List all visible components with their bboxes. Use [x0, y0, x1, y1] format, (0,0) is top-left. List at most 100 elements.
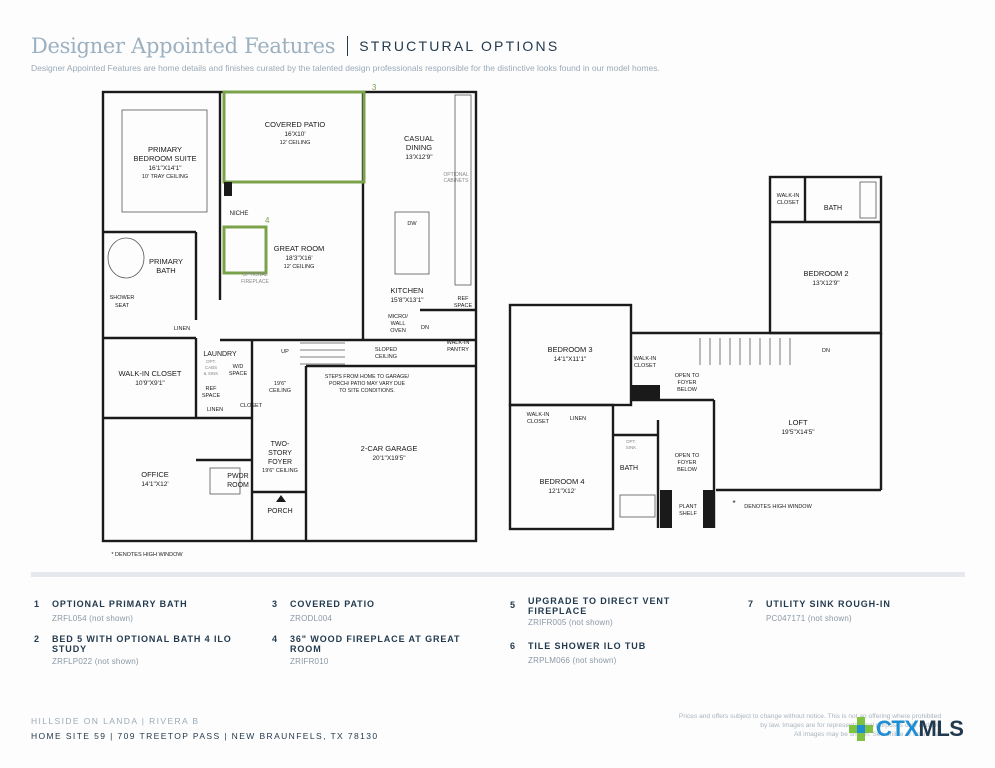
oven-label: OVEN: [390, 328, 406, 334]
marker-3: 3: [372, 83, 377, 92]
fireplace-highlight: [222, 225, 268, 275]
open2-label2: FOYER: [678, 460, 697, 466]
walkin3-label2: CLOSET: [634, 363, 657, 369]
covered-patio-highlight: [222, 90, 366, 184]
page-title: Designer Appointed Features: [31, 34, 336, 58]
wall-label: WALL: [391, 321, 406, 327]
pwdr-label: PWDR: [227, 473, 248, 480]
first-floor-labels: PRIMARY BEDROOM SUITE 16'1"X14'1" 10' TR…: [110, 120, 473, 558]
closet-dim: 10'9"X9'1": [135, 380, 165, 387]
address-line: HOME SITE 59 | 709 TREETOP PASS | NEW BR…: [31, 731, 379, 741]
bed2-name: BEDROOM 2: [803, 269, 848, 278]
option-code: ZRIFR010: [290, 657, 329, 666]
primary-bath-name: PRIMARY: [149, 257, 183, 266]
wd-label2: SPACE: [229, 371, 248, 377]
opt-fireplace: OPTIONAL: [242, 272, 268, 278]
closet2-label: CLOSET: [240, 403, 263, 409]
steps-note1: STEPS FROM HOME TO GARAGE/: [325, 374, 410, 380]
foyer-label3: FOYER: [268, 459, 292, 466]
patio-ceiling: 12' CEILING: [280, 140, 311, 146]
community-line: HILLSIDE ON LANDA | RIVERA B: [31, 716, 200, 726]
loft-dim: 19'5"X14'5": [781, 429, 815, 436]
dn2-label: DN: [822, 348, 830, 354]
option-number: 5: [510, 600, 516, 610]
page-header: Designer Appointed Features STRUCTURAL O…: [31, 34, 559, 58]
page-subtitle: Designer Appointed Features are home det…: [31, 63, 660, 73]
porch-label: PORCH: [267, 508, 292, 515]
linen2-label: LINEN: [207, 407, 223, 413]
primary-suite-name2: BEDROOM SUITE: [134, 154, 197, 163]
open2-label3: BELOW: [677, 467, 698, 473]
opt-fireplace2: FIREPLACE: [241, 279, 269, 285]
foyer-label: TWO-: [271, 441, 290, 448]
second-floor-note: DENOTES HIGH WINDOW: [744, 504, 812, 510]
option-number: 3: [272, 599, 278, 609]
note-star: *: [732, 499, 735, 508]
foyer-ceiling: 19'6" CEILING: [262, 468, 298, 474]
option-code: ZRFL054 (not shown): [52, 614, 134, 623]
ref-label: REF: [206, 386, 218, 392]
ref-space-label2: SPACE: [454, 303, 473, 309]
second-floor-fixtures: [619, 181, 877, 518]
opt-cabs-label3: & SINK: [204, 371, 219, 376]
ceiling-196: 19'6": [274, 381, 286, 387]
bed3-name: BEDROOM 3: [547, 345, 592, 354]
bed4-name: BEDROOM 4: [539, 477, 584, 486]
linen3-label: LINEN: [570, 416, 586, 422]
sloped-label2: CEILING: [375, 354, 397, 360]
dining-name: CASUAL: [404, 134, 434, 143]
first-floor-fixtures: [107, 94, 472, 495]
garage-name: 2-CAR GARAGE: [361, 444, 418, 453]
primary-suite-name: PRIMARY: [148, 145, 182, 154]
option-name: 36" WOOD FIREPLACE AT GREAT ROOM: [290, 634, 461, 654]
ceiling-196b: CEILING: [269, 388, 291, 394]
pwdr-label2: ROOM: [227, 482, 249, 489]
open1-label: OPEN TO: [675, 373, 700, 379]
walkin3-label: WALK-IN: [634, 356, 657, 362]
ctxmls-logo-icon: [849, 717, 873, 741]
title-divider: [347, 36, 349, 56]
open2-label: OPEN TO: [675, 453, 700, 459]
dishwasher-label: DW: [407, 221, 417, 227]
walkin-pantry-label: WALK-IN: [447, 340, 470, 346]
second-floor-walls: [508, 175, 883, 531]
opt-cabs-label2: CABS: [205, 365, 217, 370]
kitchen-name: KITCHEN: [391, 286, 424, 295]
ref-space-label: REF: [458, 296, 470, 302]
option-name: COVERED PATIO: [290, 599, 375, 609]
ref-label2: SPACE: [202, 393, 221, 399]
laundry-label: LAUNDRY: [203, 351, 237, 358]
second-floor-blocks: [632, 385, 715, 528]
option-name: OPTIONAL PRIMARY BATH: [52, 599, 188, 609]
section-title: STRUCTURAL OPTIONS: [359, 38, 560, 54]
opt-cabs-label: OPT.: [206, 359, 216, 364]
walkin4-label: WALK-IN: [527, 412, 550, 418]
pantry-label: PANTRY: [447, 347, 469, 353]
patio-name: COVERED PATIO: [265, 120, 326, 129]
primary-suite-ceiling: 10' TRAY CEILING: [142, 174, 188, 180]
disclaimer-line: Prices and offers subject to change with…: [678, 713, 941, 720]
section-divider: [31, 572, 965, 577]
great-room-dim: 18'3"X16': [285, 255, 312, 262]
open1-label2: FOYER: [678, 380, 697, 386]
option-code: ZRODL004: [290, 614, 333, 623]
ctxmls-watermark: CTXMLS: [848, 716, 964, 742]
option-code: PC047171 (not shown): [766, 614, 852, 623]
niche-block: [224, 182, 232, 196]
first-floor-note: * DENOTES HIGH WINDOW: [111, 552, 183, 558]
bed2-dim: 13'X12'9": [812, 280, 840, 287]
walkin-label: WALK-IN: [777, 193, 800, 199]
opt-cabinets2: CABINETS: [443, 178, 469, 184]
option-number: 7: [748, 599, 754, 609]
walkin4-label2: CLOSET: [527, 419, 550, 425]
bed3-dim: 14'1"X11'1": [554, 356, 587, 363]
option-code: ZRPLM066 (not shown): [528, 656, 617, 665]
walkin-closet-label: CLOSET: [777, 200, 800, 206]
watermark-text-b: MLS: [918, 716, 964, 741]
dn-label: DN: [421, 325, 429, 331]
watermark-text-a: CTX: [876, 716, 919, 741]
garage-dim: 20'1"X19'5": [372, 455, 406, 462]
shower-label: SHOWER: [110, 295, 135, 301]
option-code: ZRIFR005 (not shown): [528, 618, 613, 627]
plant-shelf-label2: SHELF: [679, 511, 697, 517]
